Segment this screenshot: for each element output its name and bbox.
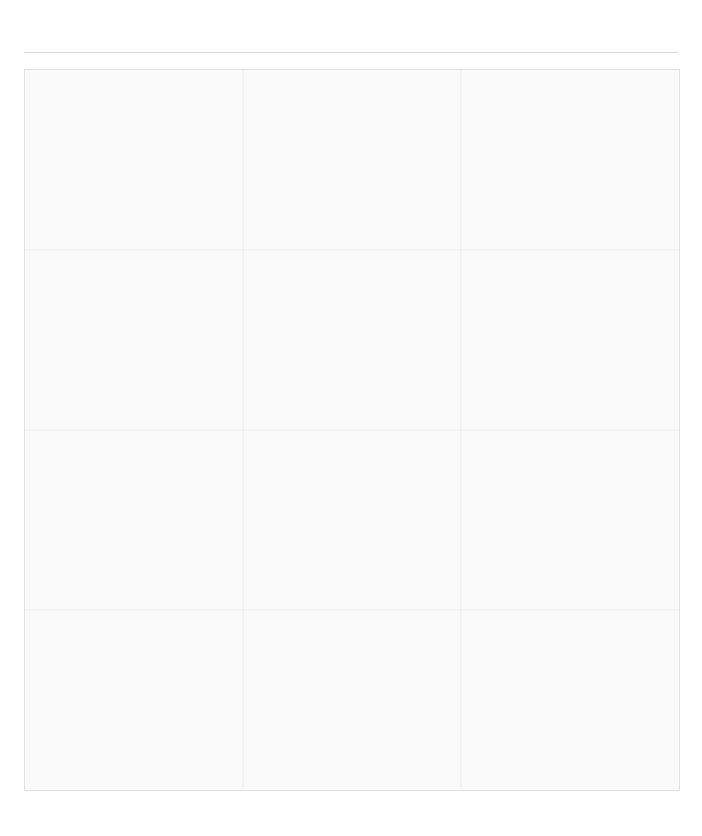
diagram-placeholder: [25, 70, 679, 790]
diagram-canvas: [24, 69, 680, 791]
page-title: [24, 24, 678, 53]
